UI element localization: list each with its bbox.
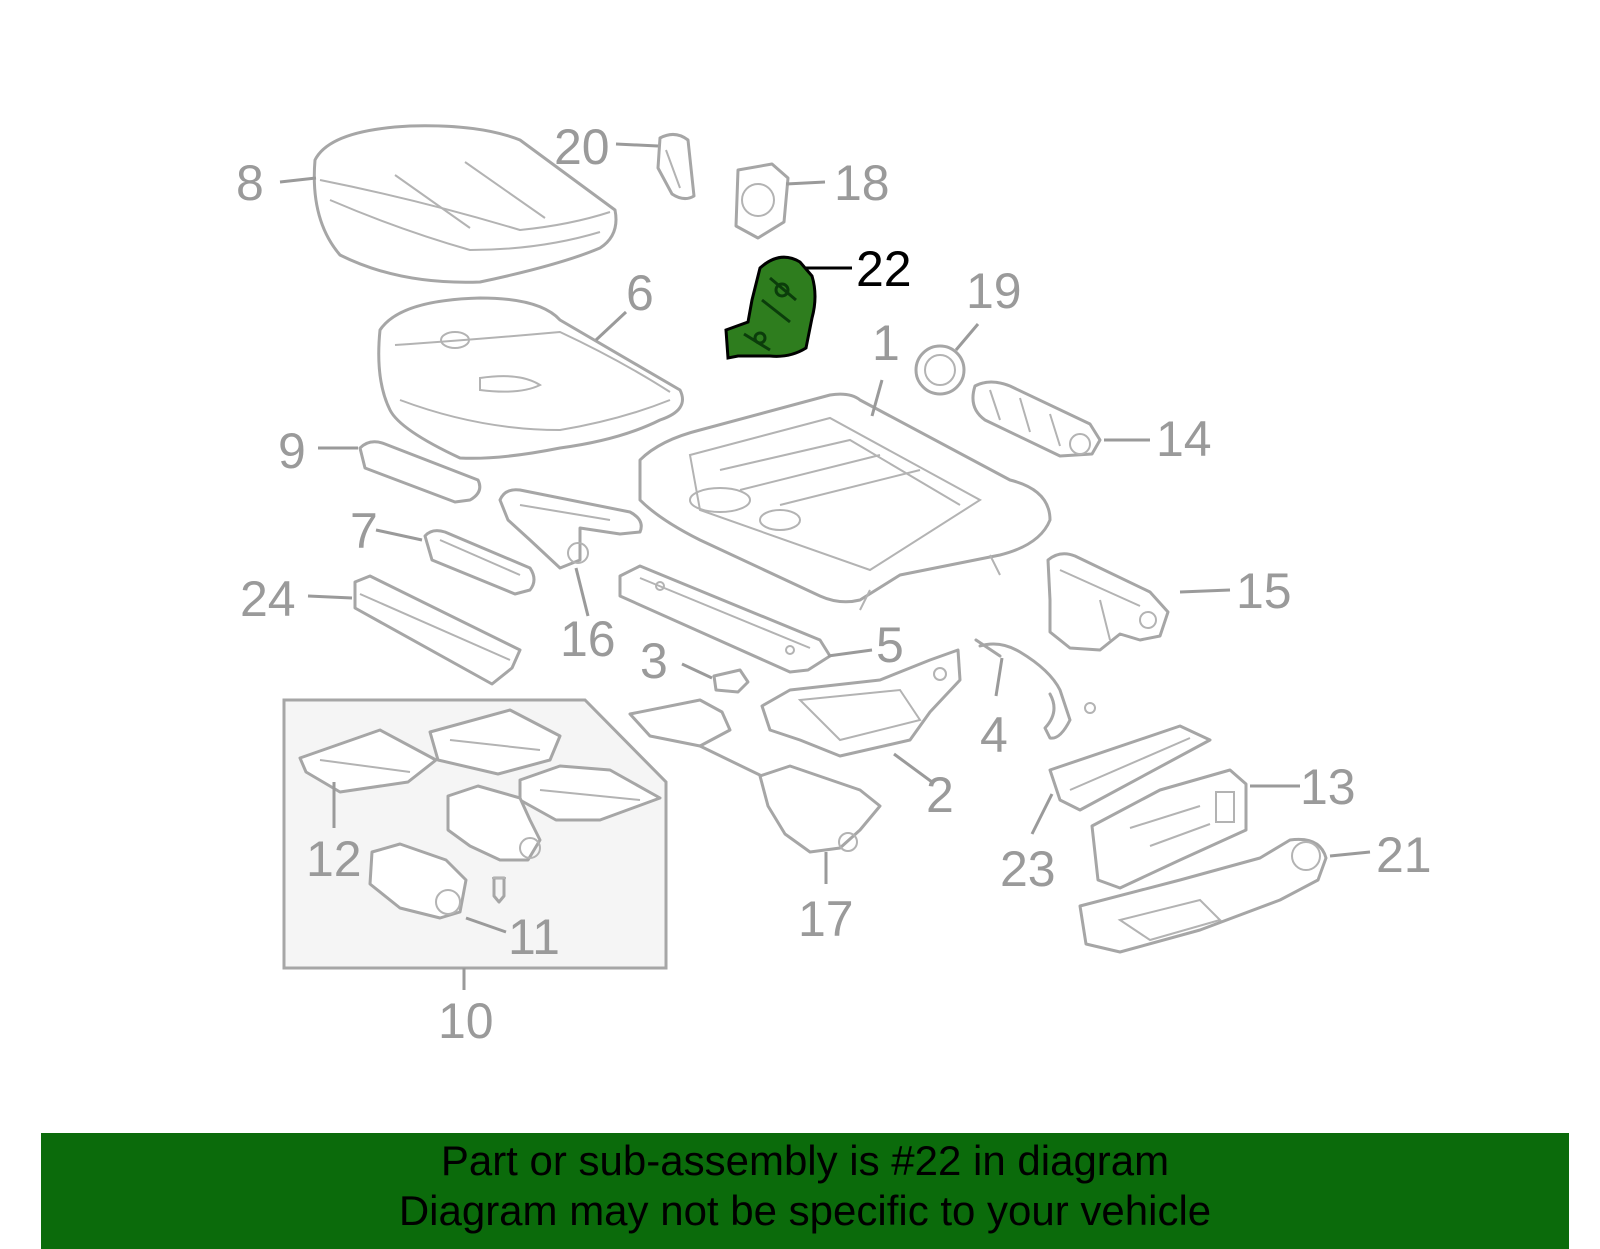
callout-21: 21 <box>1376 827 1432 883</box>
leader-16 <box>574 567 590 617</box>
part-4-cable <box>974 638 1096 740</box>
part-1-seat-frame <box>638 392 1052 611</box>
callout-19: 19 <box>966 263 1022 319</box>
part-10-group-box <box>282 698 668 970</box>
leader-5 <box>827 648 873 658</box>
leader-8 <box>279 176 317 184</box>
callout-14: 14 <box>1156 411 1212 467</box>
leader-23 <box>1030 793 1054 835</box>
callout-8: 8 <box>236 155 264 211</box>
callout-12: 12 <box>306 831 362 887</box>
part-6-cushion-pad <box>377 296 684 460</box>
callout-18: 18 <box>834 155 890 211</box>
part-23-trim-panel <box>1048 724 1212 812</box>
part-15-motor <box>1046 552 1170 652</box>
part-19-ring <box>914 344 966 396</box>
callout-4: 4 <box>980 707 1008 763</box>
part-3-clip <box>712 668 750 694</box>
leader-4 <box>994 657 1004 697</box>
callout-16: 16 <box>560 611 616 667</box>
part-9-trim <box>358 440 482 504</box>
callout-15: 15 <box>1236 563 1292 619</box>
callout-6: 6 <box>626 265 654 321</box>
part-14-motor <box>971 380 1102 458</box>
part-21-side-cover <box>1078 837 1328 954</box>
callout-22: 22 <box>856 241 912 297</box>
leader-2 <box>893 752 933 784</box>
callout-labels: 8 20 18 22 6 19 1 14 9 7 16 15 24 5 3 4 … <box>236 119 1432 1049</box>
callout-24: 24 <box>240 571 296 627</box>
callout-1: 1 <box>872 315 900 371</box>
callout-10: 10 <box>438 993 494 1049</box>
leader-21 <box>1329 850 1371 858</box>
callout-7: 7 <box>350 503 378 559</box>
leader-11 <box>465 916 507 934</box>
banner-line-part-note: Part or sub-assembly is #22 in diagram <box>440 1137 1170 1184</box>
callout-3: 3 <box>640 633 668 689</box>
leader-1 <box>870 379 884 417</box>
callout-5: 5 <box>876 617 904 673</box>
part-18-bezel <box>734 162 790 240</box>
part-7-trim <box>423 529 536 596</box>
leader-20 <box>615 142 659 148</box>
leader-lines <box>279 142 1371 990</box>
leader-24 <box>307 594 353 600</box>
leader-7 <box>375 528 423 542</box>
leader-18 <box>785 180 826 186</box>
part-8-cushion-cover <box>312 124 618 284</box>
part-2-bracket <box>760 648 962 758</box>
leader-3 <box>681 662 713 680</box>
callout-2: 2 <box>926 767 954 823</box>
leader-6 <box>594 310 628 342</box>
callout-11: 11 <box>508 909 560 965</box>
callout-17: 17 <box>798 891 854 947</box>
part-22-highlighted <box>724 255 817 360</box>
part-20-trim-cap <box>656 133 696 201</box>
banner-line-disclaimer: Diagram may not be specific to your vehi… <box>398 1187 1212 1234</box>
leader-19 <box>954 323 980 351</box>
callout-9: 9 <box>278 423 306 479</box>
part-5-rail <box>618 564 832 674</box>
part-16-actuator <box>498 488 643 570</box>
leader-15 <box>1179 588 1231 594</box>
part-24-cover-strip <box>353 574 522 686</box>
parts-diagram: 8 20 18 22 6 19 1 14 9 7 16 15 24 5 3 4 … <box>236 119 1432 1049</box>
part-17-switch-assembly <box>628 698 882 854</box>
info-banner: Part or sub-assembly is #22 in diagram D… <box>41 1133 1569 1249</box>
callout-20: 20 <box>554 119 610 175</box>
part-13-switch-panel <box>1090 768 1248 890</box>
callout-13: 13 <box>1300 759 1356 815</box>
callout-23: 23 <box>1000 841 1056 897</box>
